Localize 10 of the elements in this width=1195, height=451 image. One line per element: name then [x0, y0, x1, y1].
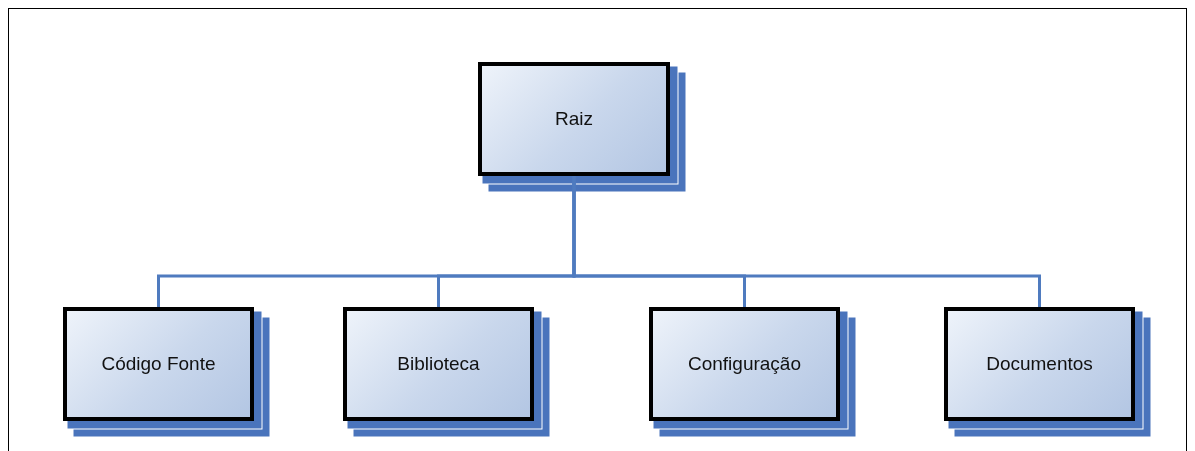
process-box [649, 307, 840, 421]
box-label: Documentos [986, 353, 1093, 375]
box-label: Configuração [688, 353, 801, 375]
process-box [63, 307, 254, 421]
process-box [478, 62, 670, 176]
process-box [343, 307, 534, 421]
box-label: Código Fonte [101, 353, 216, 375]
box-label: Raiz [555, 108, 593, 130]
process-box [944, 307, 1135, 421]
box-label: Biblioteca [397, 353, 480, 375]
